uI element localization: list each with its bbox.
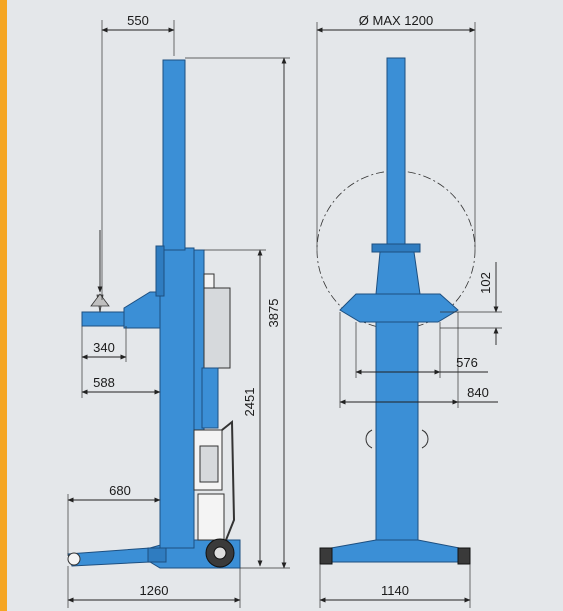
side-upper-column	[162, 59, 186, 251]
front-main-column	[375, 321, 419, 545]
side-fork	[81, 311, 127, 327]
dim-fork-length: 340	[93, 340, 115, 355]
side-motor	[197, 493, 225, 541]
side-carriage-top	[155, 245, 165, 297]
front-wheel-left	[319, 547, 333, 565]
dim-top-offset: 550	[127, 13, 149, 28]
side-control-box	[203, 287, 231, 369]
load-cone-top	[90, 293, 110, 307]
front-cap	[371, 243, 421, 253]
side-control-knob	[203, 273, 215, 289]
front-wheel-right	[457, 547, 471, 565]
side-view	[67, 59, 241, 569]
front-saddle	[339, 293, 459, 323]
dim-fork-reach: 588	[93, 375, 115, 390]
dim-lift-height: 2451	[242, 388, 257, 417]
dimension-lines	[67, 20, 502, 608]
dim-outer-width: 840	[467, 385, 489, 400]
dim-diameter-max: Ø MAX 1200	[359, 13, 433, 28]
side-main-column	[159, 247, 195, 549]
front-view	[316, 57, 476, 565]
front-base	[319, 539, 471, 563]
dim-base-length: 1260	[140, 583, 169, 598]
side-rear-hub	[213, 546, 227, 560]
side-front-wheel	[67, 552, 81, 566]
dim-inner-width: 576	[456, 355, 478, 370]
side-pump	[199, 445, 219, 483]
accent-bar	[0, 0, 7, 611]
front-bulge-right	[421, 429, 429, 449]
side-control-mount	[201, 367, 219, 429]
dim-base-width: 1140	[381, 583, 409, 598]
side-base-block	[147, 547, 167, 563]
side-fork-bracket	[123, 291, 161, 329]
front-bulge-left	[365, 429, 373, 449]
side-handle	[221, 419, 236, 541]
front-upper-column	[386, 57, 406, 249]
dim-saddle-height: 102	[478, 272, 493, 294]
dim-base-leg: 680	[109, 483, 131, 498]
dim-total-height: 3875	[266, 299, 281, 328]
front-carriage	[375, 251, 421, 295]
